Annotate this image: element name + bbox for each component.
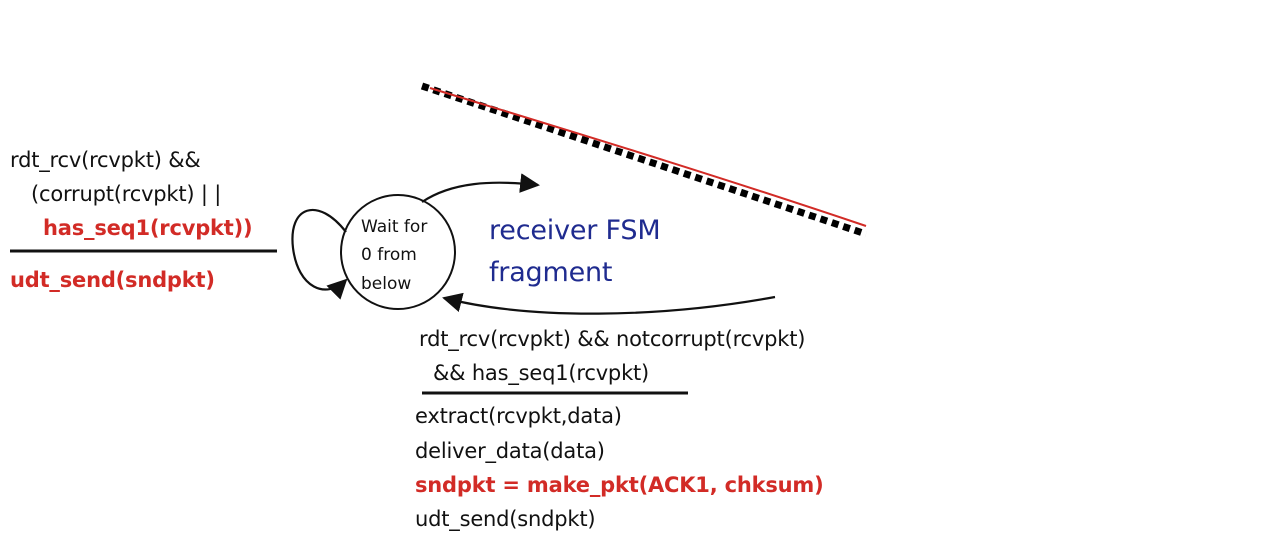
bottom-event-line-1: rdt_rcv(rcvpkt) && notcorrupt(rcvpkt) [419,327,806,351]
left-action-line-1: udt_send(sndpkt) [10,268,215,292]
left-event-line-2: (corrupt(rcvpkt) | | [31,182,222,206]
bottom-event-line-2: && has_seq1(rcvpkt) [433,361,650,385]
left-event-line-1: rdt_rcv(rcvpkt) && [10,148,201,172]
self-loop-arrow [291,209,348,300]
state-circle-wait-for-0 [340,194,456,310]
incoming-arrow [442,292,776,315]
caption-line-2: fragment [489,257,613,288]
red-diagonal-line [429,87,867,227]
dashed-diagonal-line [420,82,868,238]
bottom-action-line-1: extract(rcvpkt,data) [415,404,622,428]
caption-line-1: receiver FSM [489,215,661,246]
left-event-line-3: has_seq1(rcvpkt)) [43,216,253,240]
state-label-line-1: Wait for [361,217,428,237]
state-label-line-3: below [361,274,412,294]
bottom-action-line-3: sndpkt = make_pkt(ACK1, chksum) [415,473,824,497]
bottom-action-line-4: udt_send(sndpkt) [415,507,596,531]
outgoing-arrow [421,173,540,203]
state-label-line-2: 0 from [361,245,417,265]
bottom-action-line-2: deliver_data(data) [415,439,605,463]
